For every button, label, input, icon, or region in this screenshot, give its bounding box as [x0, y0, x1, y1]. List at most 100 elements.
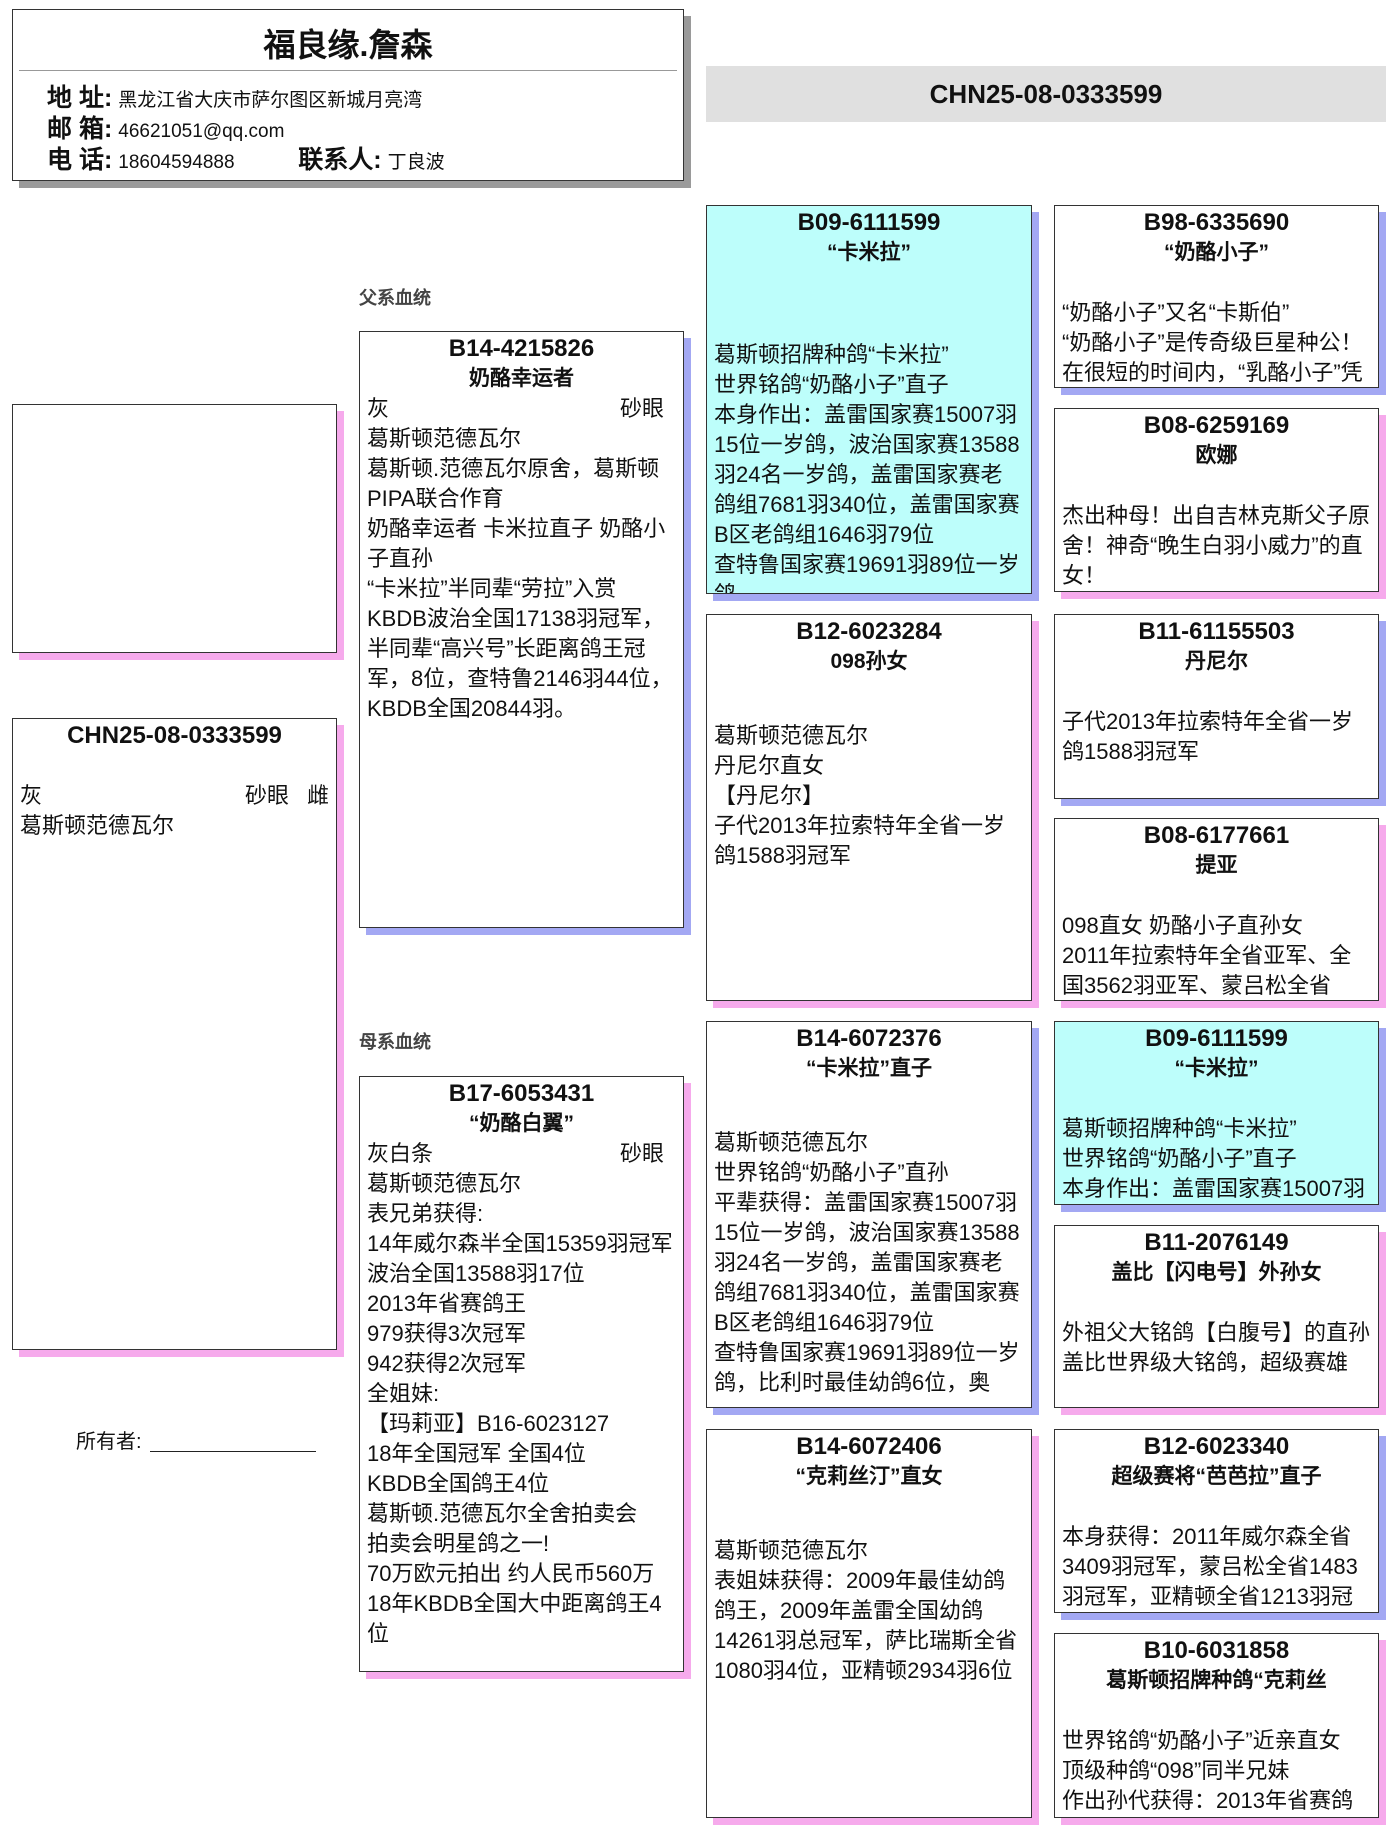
- description-line: 世界铭鸽“奶酪小子”直子: [714, 372, 949, 397]
- address-label: 地 址:: [47, 84, 113, 112]
- pigeon-name: 超级赛将“芭芭拉”直子: [1111, 1465, 1322, 1488]
- ring-number: B17-6053431: [448, 1080, 595, 1107]
- spacer: [1062, 1696, 1371, 1726]
- ring-number: B14-6072406: [796, 1433, 942, 1460]
- description-line: 葛斯顿范德瓦尔: [714, 1538, 869, 1563]
- eye: 砂眼: [619, 1141, 664, 1166]
- description-line: 葛斯顿.范德瓦尔全舍拍卖会: [367, 1501, 638, 1526]
- description-line: 查特鲁国家赛19691羽89位一岁鸽: [714, 552, 1020, 593]
- ring-number: B08-6177661: [1143, 822, 1290, 849]
- ring-number: B09-6111599: [797, 209, 941, 236]
- ring-number: B14-6072376: [796, 1025, 942, 1052]
- description-line: 盖比世界级大铭鸽，超级赛雄: [1062, 1350, 1349, 1375]
- description-line: 在很短的时间内，“乳酪小子”凭: [1062, 360, 1363, 385]
- description-line: 979获得3次冠军: [367, 1321, 526, 1346]
- description-line: 葛斯顿.范德瓦尔原舍，葛斯顿PIPA联合作育: [367, 456, 660, 511]
- pedigree-card-ssd: B08-6259169 欧娜杰出种母！出自吉林克斯父子原舍！神奇“晚生白羽小威力”…: [1054, 408, 1379, 592]
- spacer: [714, 1492, 1024, 1536]
- ring-number: B12-6023284: [796, 618, 942, 645]
- description-line: 全姐妹:: [367, 1381, 440, 1406]
- photo-placeholder: [12, 404, 337, 653]
- spacer: [714, 268, 1024, 340]
- sex: 雌: [306, 783, 329, 808]
- description-line: 波治全国13588羽17位: [367, 1261, 585, 1286]
- address-value: 黑龙江省大庆市萨尔图区新城月亮湾: [118, 90, 423, 111]
- loft-header: 福良缘.詹森 地 址:黑龙江省大庆市萨尔图区新城月亮湾 邮 箱:46621051…: [12, 9, 684, 181]
- contact-value: 丁良波: [387, 152, 445, 173]
- spacer: [1062, 471, 1371, 501]
- pigeon-name: 欧娜: [1195, 444, 1238, 467]
- pigeon-name: “奶酪白翼”: [469, 1112, 574, 1135]
- pedigree-card-ds: B14-6072376 “卡米拉”直子葛斯顿范德瓦尔世界铭鸽“奶酪小子”直孙平辈获…: [706, 1021, 1032, 1408]
- description-line: 葛斯顿招牌种鸽“卡米拉”: [714, 342, 949, 367]
- description-line: 平辈获得：盖雷国家赛15007羽15位一岁鸽，波治国家赛13588羽24名一岁鸽…: [714, 1190, 1020, 1335]
- description-line: 18年全国冠军 全国4位: [367, 1441, 586, 1466]
- description-line: 本身作出：盖雷国家赛15007羽15位一岁鸽，波治国家赛13588羽24名一岁鸽…: [714, 402, 1020, 547]
- attributes: 灰白条砂眼: [367, 1139, 676, 1169]
- pigeon-name: “克莉丝汀”直女: [795, 1465, 943, 1488]
- description-line: 世界铭鸽“奶酪小子”直孙: [714, 1160, 949, 1185]
- description-line: 葛斯顿范德瓦尔: [714, 1130, 869, 1155]
- description-line: 拍卖会明星鸽之一!: [367, 1531, 550, 1556]
- description-line: 14年威尔森半全国15359羽冠军: [367, 1231, 673, 1256]
- ring-number: B14-4215826: [448, 335, 595, 362]
- description-line: 作出孙代获得：2013年省赛鸽: [1062, 1788, 1353, 1813]
- pedigree-card-ddd: B10-6031858 葛斯顿招牌种鸽“克莉丝世界铭鸽“奶酪小子”近亲直女顶级种鸽…: [1054, 1633, 1379, 1818]
- pedigree-card-dss: B09-6111599“卡米拉”葛斯顿招牌种鸽“卡米拉”世界铭鸽“奶酪小子”直子…: [1054, 1021, 1379, 1205]
- description-line: 顶级种鸽“098”同半兄妹: [1062, 1758, 1290, 1783]
- pigeon-name: “卡米拉”直子: [806, 1057, 932, 1080]
- contact-label: 联系人:: [298, 146, 382, 174]
- description-line: 70万欧元拍出 约人民币560万: [367, 1561, 655, 1586]
- pigeon-name: 葛斯顿招牌种鸽“克莉丝: [1106, 1669, 1327, 1692]
- description-line: 【丹尼尔】: [714, 783, 825, 808]
- description-line: KBDB全国鸽王4位: [367, 1471, 550, 1496]
- spacer: [1062, 881, 1371, 911]
- description-line: 葛斯顿招牌种鸽“卡米拉”: [1062, 1116, 1297, 1141]
- ring-number: B08-6259169: [1143, 412, 1290, 439]
- spacer: [714, 1084, 1024, 1128]
- ring-number: B12-6023340: [1143, 1433, 1290, 1460]
- pedigree-card-sdd: B08-6177661 提亚 098直女 奶酪小子直孙女 2011年拉索特年全省亚军、…: [1054, 818, 1379, 1001]
- description-line: 杰出种母！出自吉林克斯父子原舍！神奇“晚生白羽小威力”的直女！: [1062, 503, 1371, 588]
- spacer: [1062, 1084, 1371, 1114]
- description-line: “奶酪小子”又名“卡斯伯”: [1062, 300, 1290, 325]
- email-value: 46621051@qq.com: [118, 121, 285, 142]
- color: 灰: [367, 396, 390, 421]
- description-line: 表姐妹获得：2009年最佳幼鸽鸽王，2009年盖雷全国幼鸽14261羽总冠军，萨…: [714, 1568, 1018, 1683]
- description-line: 子代2013年拉索特年全省一岁鸽1588羽冠军: [714, 813, 1005, 868]
- description-line: “奶酪小子”是传奇级巨星种公！: [1062, 330, 1363, 355]
- pigeon-name: “卡米拉”: [827, 241, 911, 264]
- attributes: 灰 砂眼雌: [20, 781, 329, 811]
- description-line: 世界铭鸽“奶酪小子”近亲直女: [1062, 1728, 1341, 1753]
- spacer: [1062, 677, 1371, 707]
- pigeon-name: “卡米拉”: [1174, 1057, 1259, 1080]
- pigeon-name: 丹尼尔: [1185, 650, 1248, 673]
- description-line: 葛斯顿范德瓦尔: [20, 813, 175, 838]
- description-line: 葛斯顿范德瓦尔: [714, 723, 869, 748]
- ring-number: B10-6031858: [1143, 1637, 1290, 1664]
- color: 灰: [20, 783, 43, 808]
- description-line: 查特鲁国家赛19691羽89位一岁鸽，比利时最佳幼鸽6位，奥: [714, 1340, 1020, 1395]
- description-line: 2013年省赛鸽王: [367, 1291, 526, 1316]
- description-line: 表兄弟获得:: [367, 1201, 484, 1226]
- description-line: 世界铭鸽“奶酪小子”直子: [1062, 1146, 1297, 1171]
- description-line: 098直女 奶酪小子直孙女: [1062, 913, 1303, 938]
- ring-number-banner: CHN25-08-0333599: [706, 66, 1386, 122]
- pedigree-card-dd: B14-6072406 “克莉丝汀”直女葛斯顿范德瓦尔表姐妹获得：2009年最佳幼…: [706, 1429, 1032, 1818]
- owner-signature-line[interactable]: [149, 1451, 316, 1452]
- pigeon-name: “奶酪小子”: [1164, 241, 1269, 264]
- attributes: 灰 砂眼: [367, 394, 676, 424]
- description-line: 2011年拉索特年全省亚军、全国3562羽亚军、蒙吕松全省: [1062, 943, 1352, 998]
- eye: 砂眼: [619, 396, 664, 421]
- phone-label: 电 话:: [47, 146, 113, 174]
- pigeon-name: 提亚: [1195, 854, 1238, 877]
- spacer: [714, 677, 1024, 721]
- header-divider: [19, 70, 677, 71]
- pigeon-name: 奶酪幸运者: [469, 367, 574, 390]
- description-line: 丹尼尔直女: [714, 753, 825, 778]
- owner-label: 所有者:: [76, 1431, 142, 1453]
- description-line: 葛斯顿范德瓦尔: [367, 1171, 522, 1196]
